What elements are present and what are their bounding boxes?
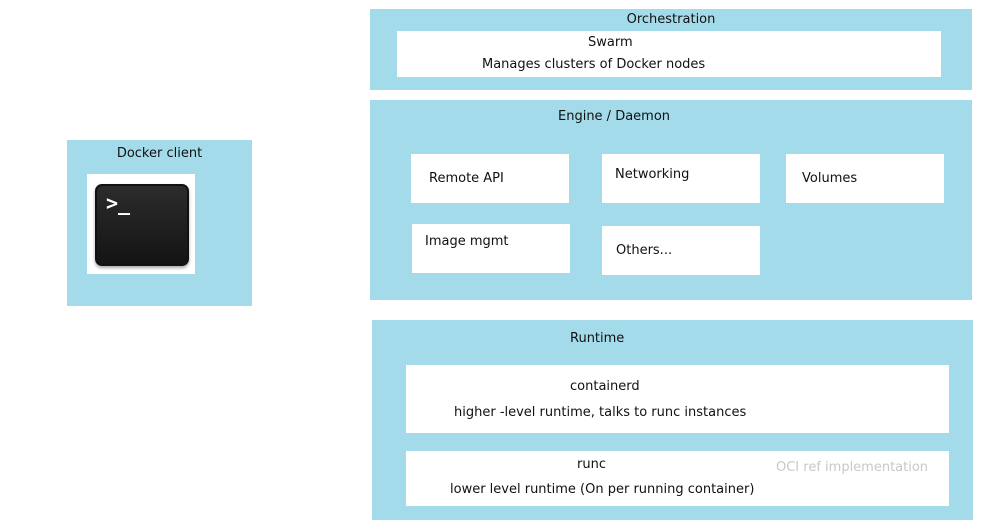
runtime-title: Runtime [570, 331, 625, 346]
remote-api-box: Remote API [411, 154, 569, 203]
runc-description: lower level runtime (On per running cont… [450, 482, 755, 497]
runc-title: runc [577, 457, 606, 472]
engine-panel: Engine / Daemon Remote API Networking Vo… [370, 100, 972, 300]
orchestration-title: Orchestration [626, 12, 716, 27]
image-mgmt-label: Image mgmt [425, 234, 509, 249]
swarm-description: Manages clusters of Docker nodes [482, 57, 706, 72]
networking-label: Networking [615, 167, 690, 182]
networking-box: Networking [602, 154, 760, 203]
others-box: Others... [602, 226, 760, 275]
others-label: Others... [616, 243, 673, 258]
oci-note: OCI ref implementation [776, 460, 929, 475]
terminal-icon: >_ [95, 184, 189, 266]
containerd-description: higher -level runtime, talks to runc ins… [454, 405, 747, 420]
runc-box: runc lower level runtime (On per running… [406, 451, 949, 506]
swarm-title: Swarm [588, 35, 633, 50]
containerd-title: containerd [570, 379, 640, 394]
runtime-panel: Runtime containerd higher -level runtime… [372, 320, 973, 520]
swarm-box: Swarm Manages clusters of Docker nodes [397, 31, 941, 77]
terminal-prompt: >_ [106, 191, 131, 215]
volumes-box: Volumes [786, 154, 944, 203]
engine-title: Engine / Daemon [558, 109, 671, 124]
containerd-box: containerd higher -level runtime, talks … [406, 365, 949, 433]
terminal-icon-frame: >_ [87, 174, 195, 274]
image-mgmt-box: Image mgmt [412, 224, 570, 273]
orchestration-panel: Orchestration Swarm Manages clusters of … [370, 9, 972, 90]
volumes-label: Volumes [802, 171, 858, 186]
docker-client-title: Docker client [116, 146, 203, 161]
docker-client-panel: Docker client >_ [67, 140, 252, 306]
remote-api-label: Remote API [429, 171, 504, 186]
